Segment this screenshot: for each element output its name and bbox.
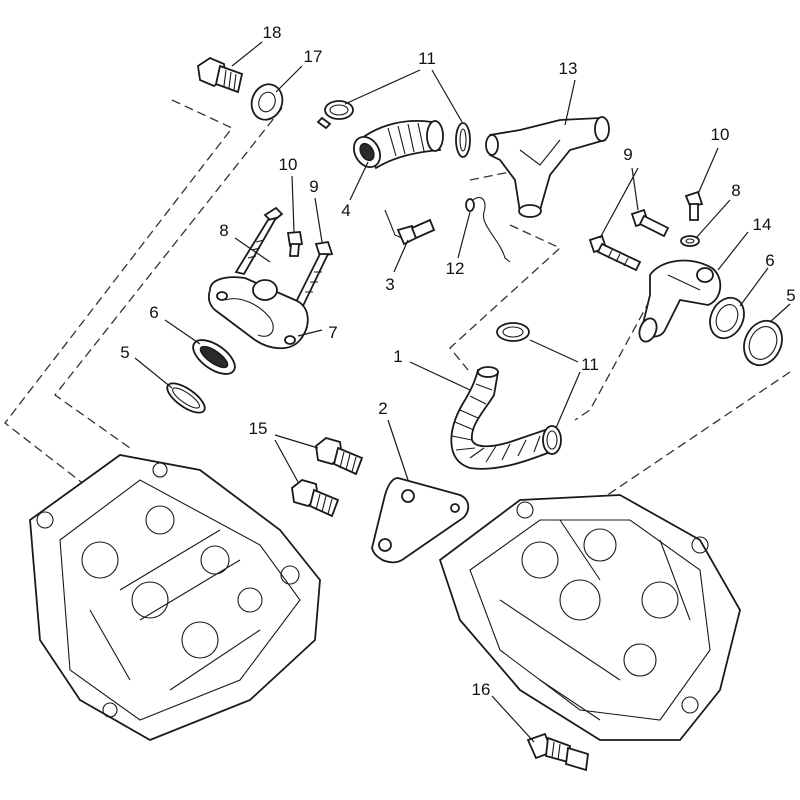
part-5-o-ring-right [743, 319, 783, 367]
part-3-sensor [384, 209, 436, 246]
callout-4: 4 [341, 201, 350, 220]
callout-labels: 18 17 11 13 10 9 8 4 3 12 9 10 8 14 6 5 … [120, 23, 795, 699]
callout-3: 3 [385, 275, 394, 294]
part-8-washer-right [680, 235, 700, 247]
callout-11-lower: 11 [581, 355, 599, 374]
part-13-y-joint [485, 116, 610, 218]
part-12-wire [465, 196, 511, 263]
callout-13: 13 [559, 59, 578, 78]
callout-18: 18 [263, 23, 282, 42]
callout-5-right: 5 [786, 286, 795, 305]
callout-15: 15 [249, 419, 268, 438]
callout-12: 12 [446, 259, 465, 278]
cylinder-head-left [29, 454, 321, 741]
part-11-clamp-lower-right [542, 425, 562, 455]
part-9-bolt-right-lower [588, 234, 642, 272]
part-8-bolt-left [234, 206, 284, 276]
callout-9-left: 9 [309, 177, 318, 196]
callout-10-right: 10 [711, 125, 730, 144]
part-4-short-hose [352, 120, 444, 170]
callout-2: 2 [378, 399, 387, 418]
part-11-clamp-upper-left [316, 100, 354, 130]
leader-lines [134, 41, 791, 743]
callout-8-right: 8 [731, 181, 740, 200]
part-6-gasket-right [709, 296, 745, 340]
callout-10-left: 10 [279, 155, 298, 174]
part-9-bolt-right-upper [630, 208, 670, 238]
callout-6-right: 6 [765, 251, 774, 270]
callout-17: 17 [304, 47, 323, 66]
part-10-bolt-right [684, 190, 704, 221]
callout-7: 7 [328, 323, 337, 342]
callout-16: 16 [472, 680, 491, 699]
part-15-bolt-upper [315, 437, 364, 476]
part-2-bracket [371, 477, 470, 564]
callout-6-left: 6 [149, 303, 158, 322]
callout-14: 14 [753, 215, 772, 234]
part-16-temperature-sensor [526, 732, 589, 772]
part-17-washer [250, 83, 284, 121]
part-10-bolt-left [286, 231, 304, 257]
callout-9-right: 9 [623, 145, 632, 164]
part-11-clamp-lower-left [496, 322, 530, 342]
callout-11-upper: 11 [418, 49, 436, 68]
part-15-bolt-lower [291, 479, 340, 518]
callout-1: 1 [393, 347, 402, 366]
part-6-gasket-left [192, 339, 236, 375]
callout-5-left: 5 [120, 343, 129, 362]
part-9-bolt-left [292, 240, 334, 310]
part-14-thermostat-housing-right [638, 259, 722, 343]
part-7-thermostat-housing [207, 276, 309, 350]
part-18-bolt [197, 56, 244, 94]
callout-8-left: 8 [219, 221, 228, 240]
part-11-clamp-upper-right [455, 122, 471, 158]
part-5-o-ring-left [166, 382, 206, 414]
part-1-long-hose [450, 366, 552, 470]
cylinder-head-right [438, 494, 741, 741]
